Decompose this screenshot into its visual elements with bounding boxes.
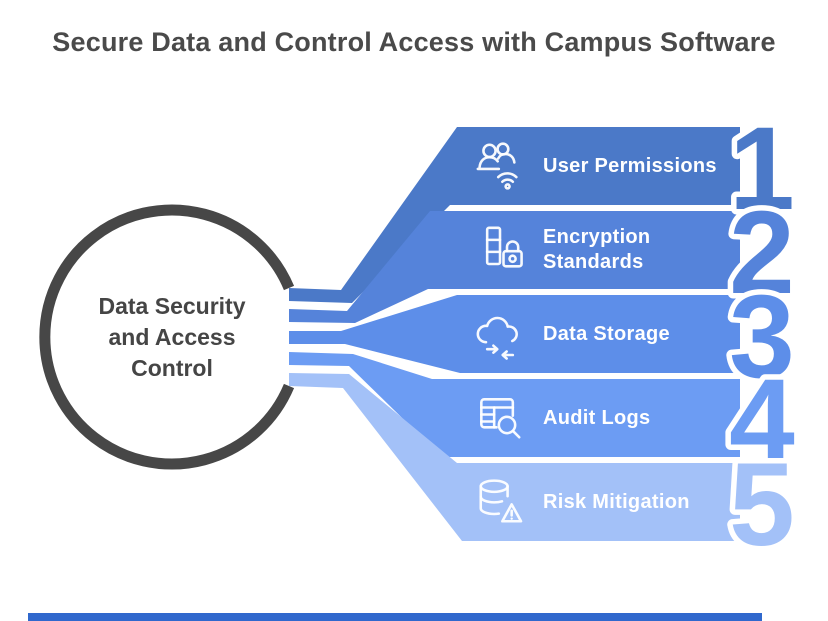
step-number-4: 4 (729, 355, 795, 487)
band-4 (289, 352, 740, 457)
step-label-1: User Permissions (543, 154, 717, 177)
band-5 (289, 373, 740, 541)
band-1 (289, 127, 740, 303)
footer-accent-bar (28, 613, 762, 621)
step-number-5: 5 (729, 439, 795, 571)
band-3 (289, 295, 740, 373)
page-title: Secure Data and Control Access with Camp… (52, 27, 776, 57)
cloud-sync-icon (472, 306, 528, 362)
users-wifi-icon (472, 138, 528, 194)
server-lock-icon (472, 222, 528, 278)
step-label-4: Audit Logs (543, 406, 651, 429)
center-circle-ring (39, 204, 295, 470)
step-number-3: 3 (729, 271, 795, 403)
database-alert-icon (472, 474, 528, 530)
step-label-3: Data Storage (543, 322, 670, 345)
step-number-1: 1 (729, 103, 795, 235)
step-label-2: Encryption Standards (543, 226, 651, 273)
center-circle-label: Data Security and Access Control (98, 293, 246, 381)
step-label-5: Risk Mitigation (543, 490, 690, 513)
step-number-2: 2 (729, 187, 795, 319)
table-search-icon (472, 390, 528, 446)
